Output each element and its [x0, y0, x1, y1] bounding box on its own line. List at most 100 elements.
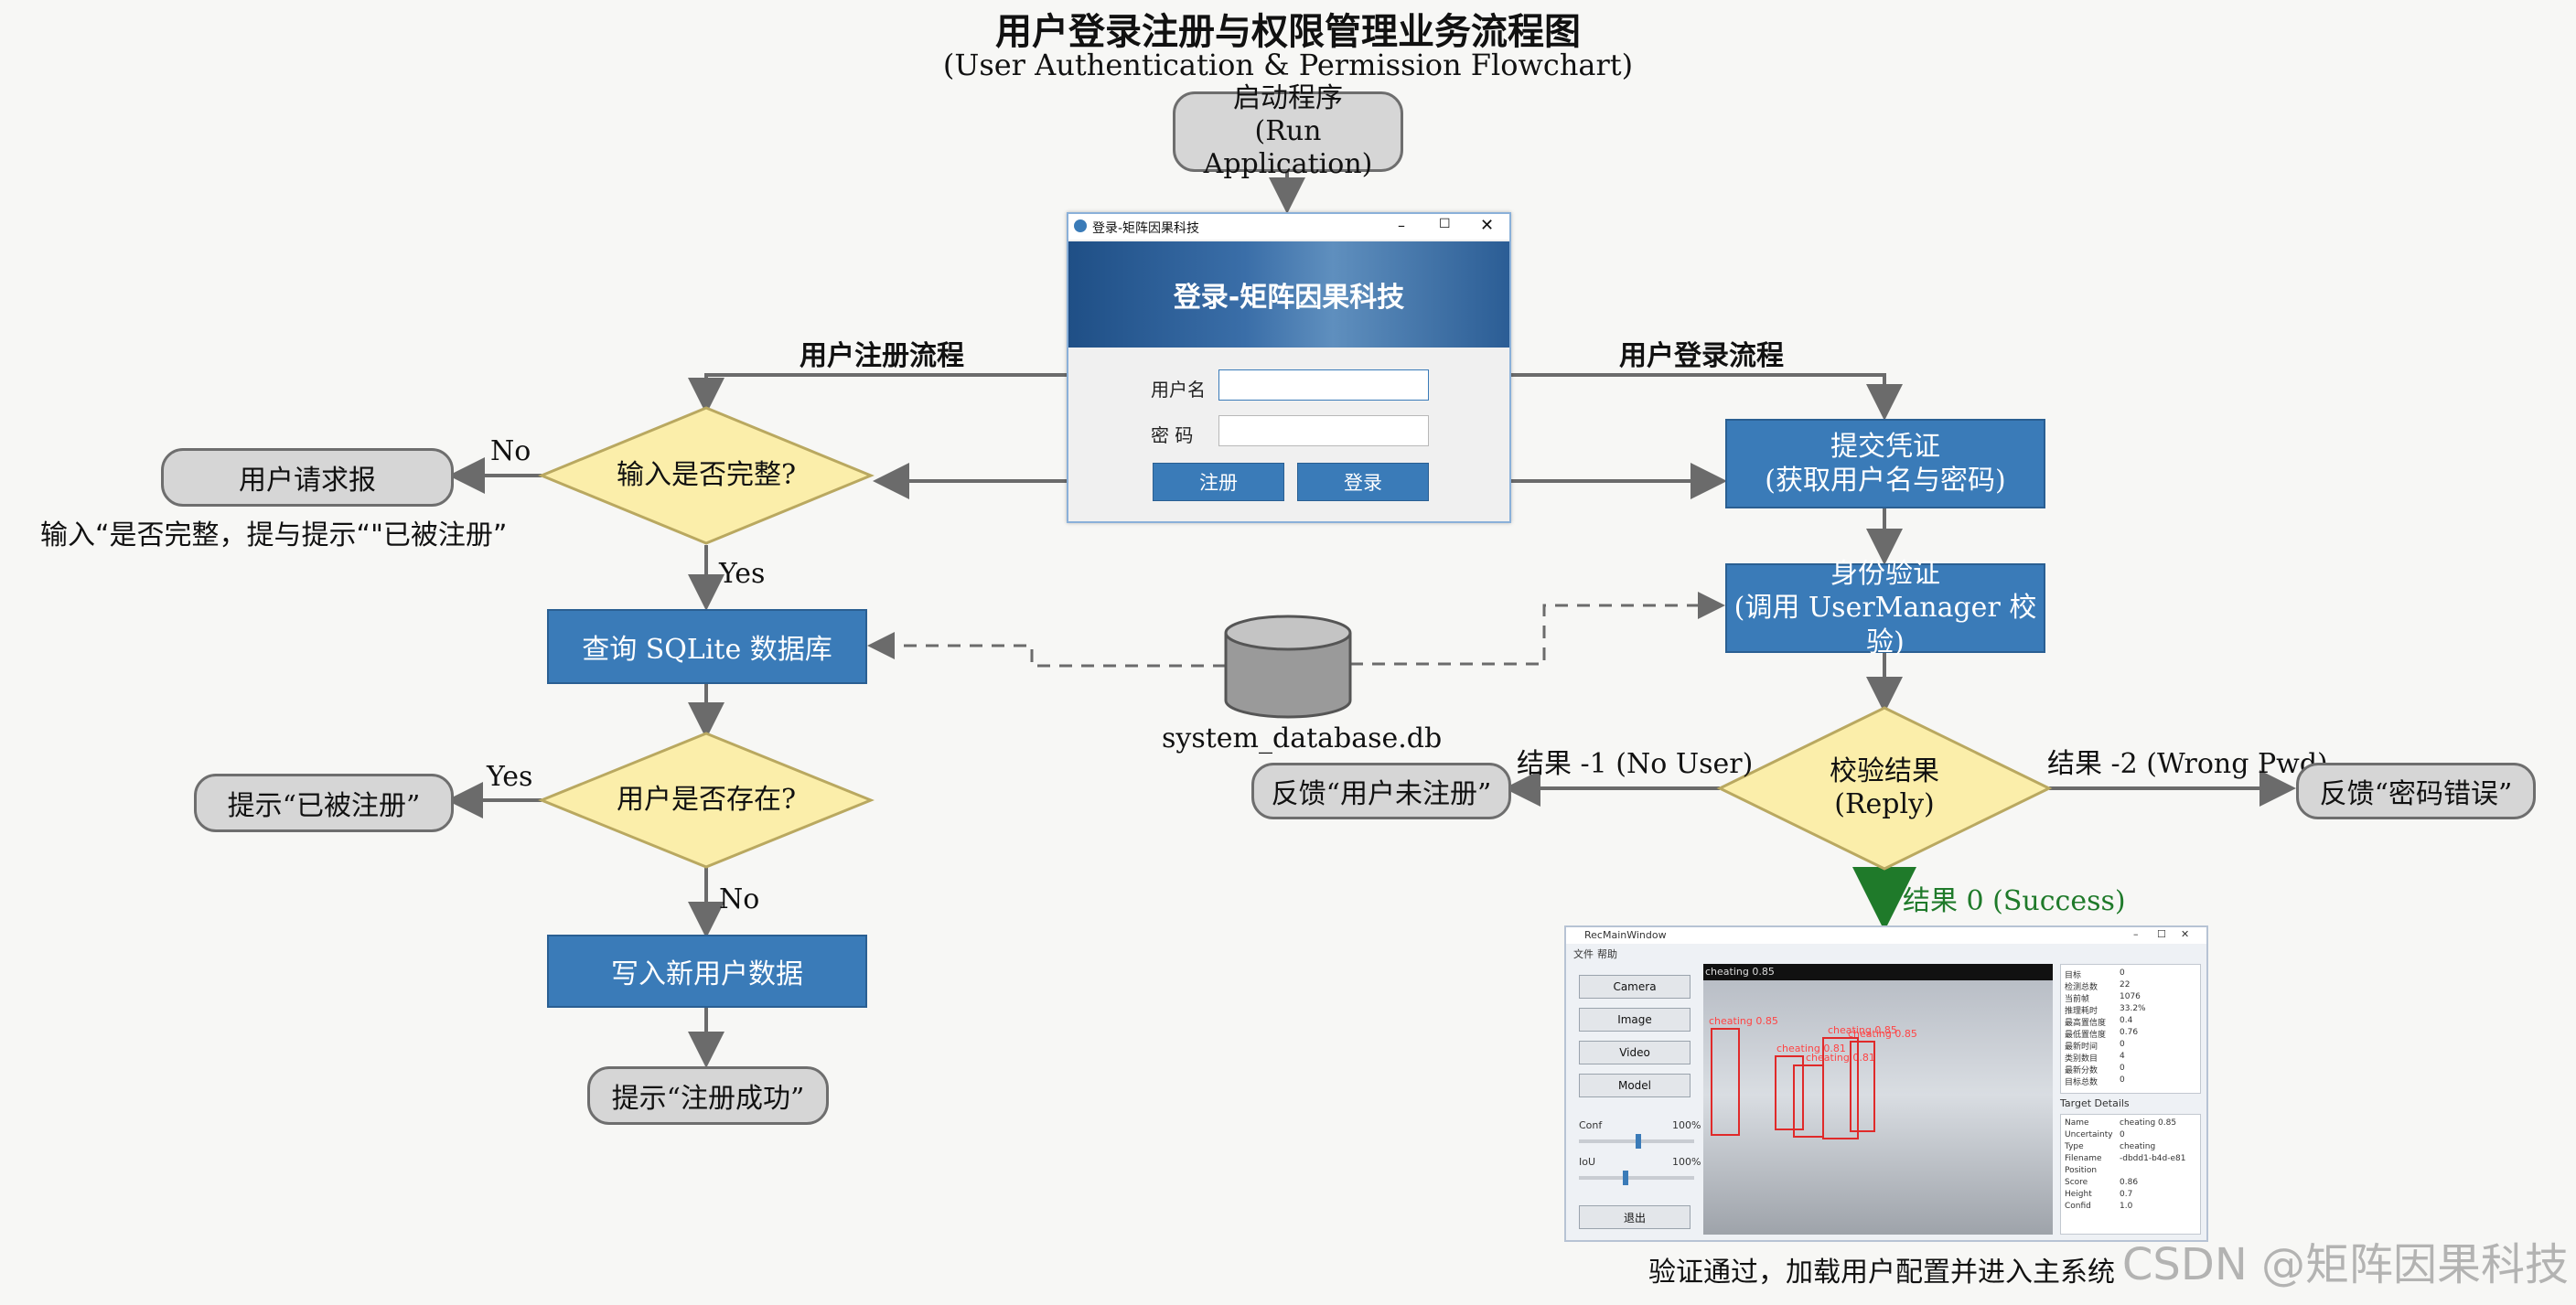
arrow-register-flow	[688, 373, 1067, 414]
iou-slider-handle[interactable]	[1623, 1171, 1628, 1185]
conf-value: 100%	[1672, 1119, 1701, 1131]
close-icon[interactable]: ✕	[1480, 216, 1495, 235]
label-no-1: No	[490, 435, 531, 467]
table-row: Uncertainty 0	[2065, 1130, 2196, 1141]
maximize-icon[interactable]: ☐	[1439, 217, 1451, 231]
stat-value: 4	[2120, 1052, 2125, 1061]
stat-label: 最新时间	[2065, 1043, 2098, 1052]
image-button[interactable]: Image	[1579, 1008, 1690, 1032]
login-window-title: 登录-矩阵因果科技	[1092, 221, 1200, 236]
stat-value: 0.76	[2120, 1028, 2139, 1037]
arrow-login-flow	[1508, 373, 1903, 421]
label-result-no-user: 结果 -1 (No User)	[1517, 748, 1754, 780]
stat-label: 推理耗时	[2065, 1007, 2098, 1016]
stat-value: 0	[2120, 968, 2125, 978]
detection-box	[1793, 1064, 1824, 1138]
decision-user-exists-text: 用户是否存在?	[560, 773, 853, 828]
decision-check-result-line1: 校验结果	[1830, 755, 1939, 787]
target-detail-label: Position	[2065, 1166, 2098, 1175]
exit-button[interactable]: 退出	[1579, 1205, 1690, 1229]
target-detail-label: Uncertainty	[2065, 1130, 2113, 1139]
table-row: Filename-dbdd1-b4d-e81	[2065, 1154, 2196, 1165]
detection-label: cheating 0.85	[1848, 1028, 1917, 1040]
target-detail-value: cheating 0.85	[2120, 1118, 2177, 1128]
login-button[interactable]: 登录	[1297, 463, 1429, 501]
target-detail-label: Name	[2065, 1118, 2089, 1128]
decision-check-result	[1716, 706, 2053, 871]
password-input[interactable]	[1218, 415, 1429, 446]
stat-label: 目标	[2065, 971, 2082, 980]
table-row: 目标总数 0	[2065, 1075, 2196, 1087]
database-label: system_database.db	[1162, 722, 1443, 754]
main-window-title: RecMainWindow	[1584, 929, 1667, 941]
node-submit-creds: 提交凭证 (获取用户名与密码)	[1725, 419, 2045, 508]
stat-value: 0	[2120, 1040, 2125, 1049]
node-write-user-label: 写入新用户数据	[611, 958, 803, 990]
iou-slider[interactable]	[1579, 1176, 1694, 1180]
model-button[interactable]: Model	[1579, 1074, 1690, 1097]
stat-value: 1076	[2120, 992, 2141, 1001]
node-start: 启动程序 (Run Application)	[1173, 82, 1403, 180]
node-feedback-wrong-pwd: 反馈“密码错误”	[2296, 763, 2536, 819]
node-feedback-no-user: 反馈“用户未注册”	[1251, 763, 1511, 819]
note-input-complete: 输入“是否完整，提与提示“"已被注册”	[40, 519, 508, 551]
node-start-line1: 启动程序	[1233, 82, 1343, 114]
decision-input-complete	[538, 406, 875, 545]
camera-button[interactable]: Camera	[1579, 975, 1690, 999]
conf-slider-handle[interactable]	[1636, 1134, 1641, 1149]
node-start-line2: (Run Application)	[1203, 115, 1373, 180]
detection-box	[1822, 1037, 1859, 1139]
minimize-icon[interactable]: –	[1398, 217, 1405, 234]
target-detail-value: 0	[2120, 1130, 2125, 1139]
target-detail-label: Height	[2065, 1190, 2092, 1199]
main-close-icon[interactable]: ✕	[2181, 928, 2190, 940]
target-detail-label: Score	[2065, 1178, 2088, 1187]
node-user-request: 用户请求报	[161, 448, 454, 507]
decision-check-result-line2: (Reply)	[1834, 788, 1935, 820]
target-detail-value: cheating	[2120, 1142, 2156, 1151]
label-yes-1: Yes	[719, 558, 766, 590]
watermark: CSDN @矩阵因果科技	[2121, 1239, 2569, 1290]
label-register-flow: 用户注册流程	[800, 340, 964, 372]
target-detail-label: Type	[2065, 1142, 2084, 1151]
camera-button-label: Camera	[1613, 980, 1657, 993]
node-register-success-label: 提示“注册成功”	[611, 1083, 805, 1115]
app-icon	[1074, 219, 1087, 232]
node-feedback-wrong-pwd-label: 反馈“密码错误”	[2319, 778, 2513, 810]
main-minimize-icon[interactable]: –	[2133, 928, 2139, 940]
detection-label: cheating 0.81	[1776, 1043, 1846, 1054]
page-subtitle: (User Authentication & Permission Flowch…	[942, 48, 1634, 82]
main-maximize-icon[interactable]: ☐	[2157, 928, 2166, 940]
main-window: RecMainWindow – ☐ ✕ 文件 帮助 Camera Image V…	[1564, 925, 2208, 1242]
node-submit-creds-line2: (获取用户名与密码)	[1765, 465, 2006, 497]
stat-label: 类别数目	[2065, 1054, 2098, 1064]
label-result-wrong-pwd: 结果 -2 (Wrong Pwd)	[2047, 748, 2328, 780]
menu-help[interactable]: 帮助	[1597, 948, 1617, 960]
login-button-label: 登录	[1344, 472, 1382, 494]
register-button[interactable]: 注册	[1153, 463, 1284, 501]
table-row: 最新时间 0	[2065, 1040, 2196, 1052]
node-submit-creds-line1: 提交凭证	[1830, 430, 1940, 463]
target-detail-label: Confid	[2065, 1202, 2091, 1211]
stat-label: 目标总数	[2065, 1078, 2098, 1087]
video-frame	[1703, 980, 2053, 1235]
detection-label: cheating 0.85	[1709, 1015, 1778, 1027]
username-input[interactable]	[1218, 369, 1429, 401]
decision-input-complete-text: 输入是否完整?	[560, 448, 853, 503]
exit-button-label: 退出	[1623, 1211, 1646, 1225]
menu-file[interactable]: 文件	[1573, 948, 1594, 960]
stat-label: 最新分数	[2065, 1066, 2098, 1075]
video-button[interactable]: Video	[1579, 1041, 1690, 1064]
detection-box	[1775, 1055, 1804, 1130]
table-row: 类别数目 4	[2065, 1052, 2196, 1064]
page-title: 用户登录注册与权限管理业务流程图	[995, 11, 1581, 53]
stat-value: 0	[2120, 1075, 2125, 1085]
register-button-label: 注册	[1199, 472, 1238, 494]
table-row: 目标 0	[2065, 968, 2196, 980]
username-label: 用户名	[1151, 379, 1206, 401]
